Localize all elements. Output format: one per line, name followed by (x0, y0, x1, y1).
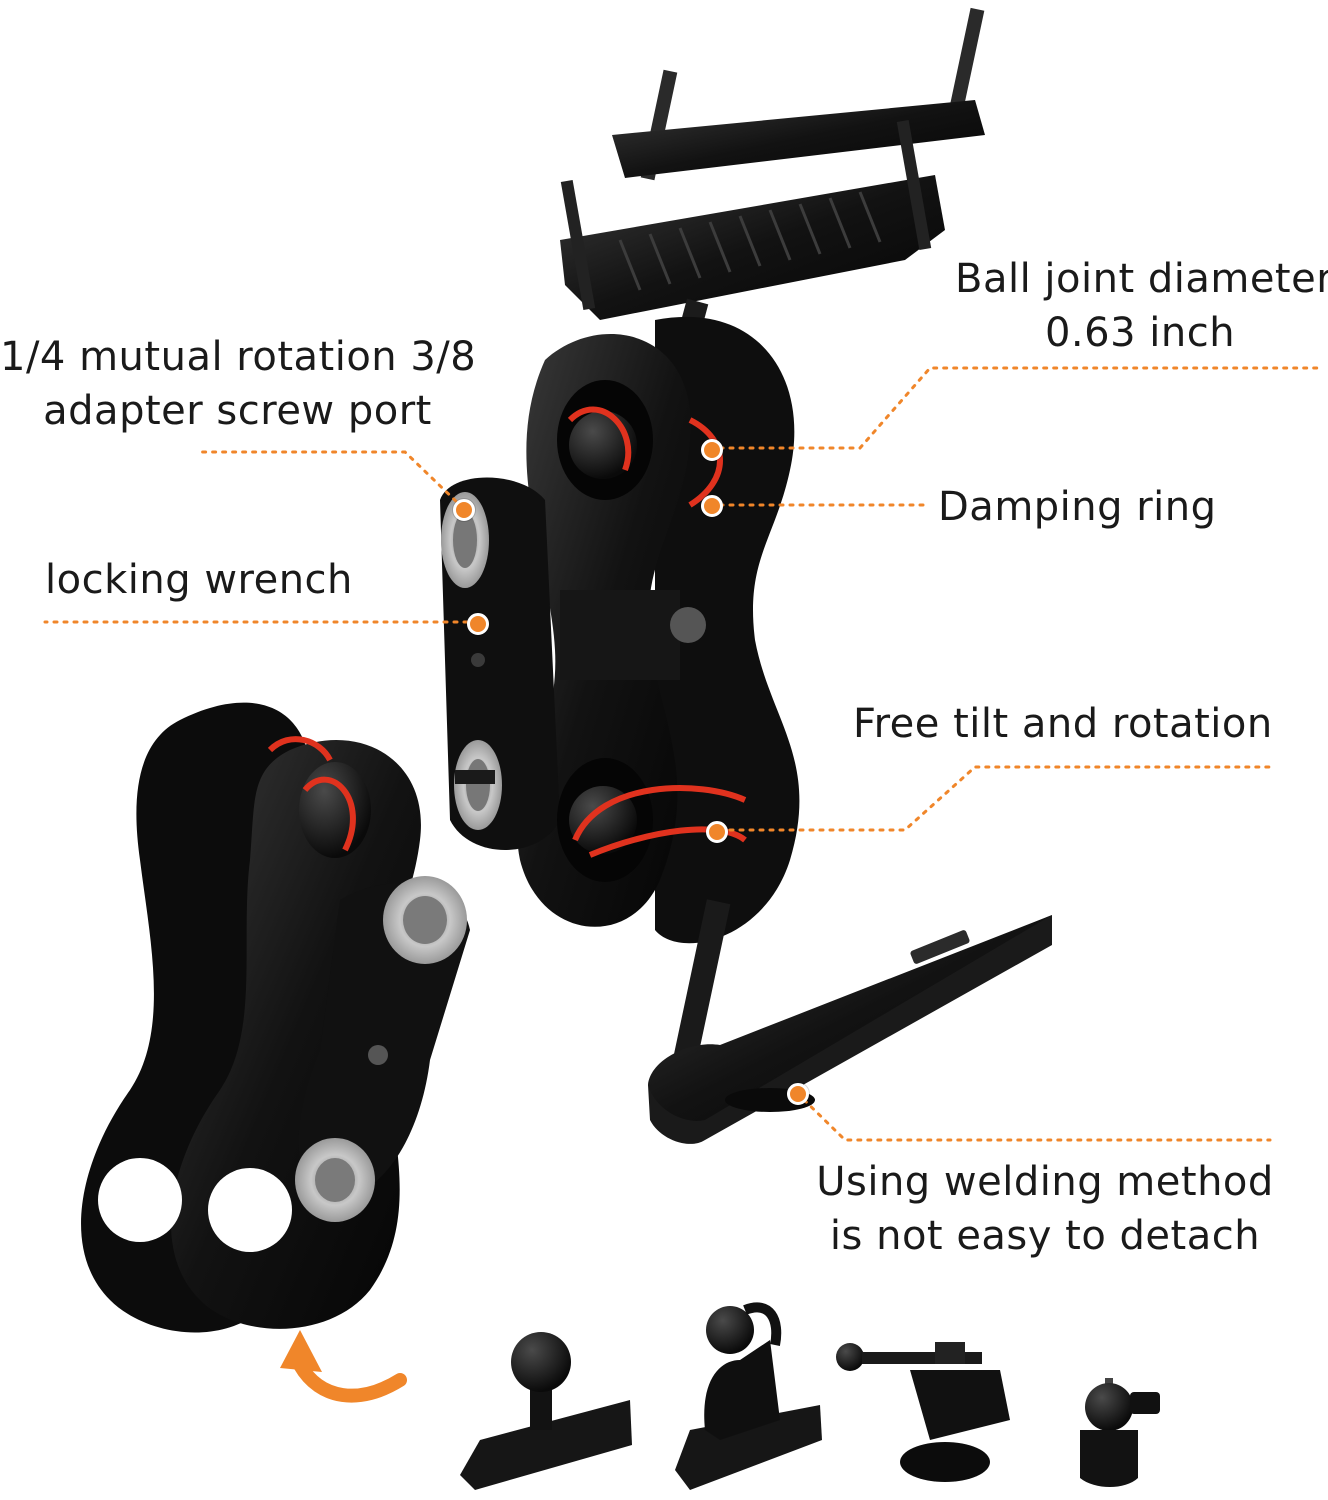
callout-dot-ball-joint (701, 439, 723, 461)
callout-dot-damping-ring (701, 495, 723, 517)
callout-welding-method: Using welding method is not easy to deta… (800, 1155, 1290, 1263)
callout-adapter-line2: adapter screw port (43, 388, 432, 434)
accessory-mini-ball-head (1080, 1378, 1160, 1487)
callout-ball-joint-line1: Ball joint diameter (955, 256, 1328, 302)
leader-ball-joint (718, 366, 1324, 450)
main-arm (440, 316, 800, 944)
callout-dot-locking-wrench (467, 613, 489, 635)
accessory-suction-mount (836, 1342, 1010, 1482)
callout-ball-joint-line2: 0.63 inch (1044, 310, 1236, 356)
curved-arrow-icon (293, 1358, 407, 1403)
accessory-ball-base (460, 1332, 632, 1490)
callout-dot-adapter-port (453, 499, 475, 521)
callout-free-tilt-rotation: Free tilt and rotation (853, 701, 1273, 747)
callout-adapter-screw-port: 1/4 mutual rotation 3/8 adapter screw po… (0, 330, 477, 438)
callout-ball-joint-diameter: Ball joint diameter 0.63 inch (955, 252, 1328, 360)
callout-welding-line1: Using welding method (816, 1159, 1274, 1205)
secondary-arm (81, 702, 495, 1333)
callout-adapter-line1: 1/4 mutual rotation 3/8 (0, 334, 477, 380)
leader-welding (795, 1091, 1272, 1142)
leader-free-tilt (718, 765, 1272, 832)
callout-dot-free-tilt (706, 821, 728, 843)
callout-welding-line2: is not easy to detach (829, 1213, 1261, 1259)
top-clamp-bracket (560, 7, 985, 320)
accessory-clip-base (675, 1302, 822, 1490)
callout-dot-welding (787, 1083, 809, 1105)
callout-locking-wrench: locking wrench (45, 557, 353, 603)
callout-damping-ring: Damping ring (938, 484, 1217, 530)
arrow-head-icon (280, 1330, 322, 1372)
leader-adapter-port (198, 450, 465, 510)
